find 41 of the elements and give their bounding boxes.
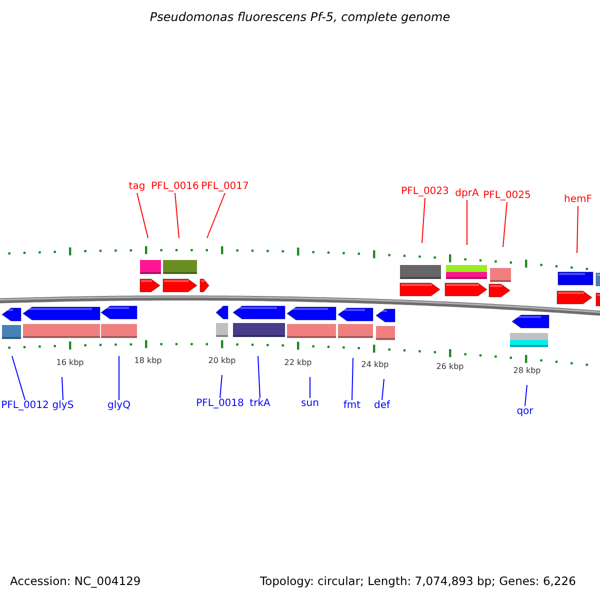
leader-line (382, 378, 384, 400)
gene-label: tag (128, 181, 146, 193)
leader-line (352, 358, 354, 400)
gene-label: PFL_0025 (483, 190, 531, 202)
gene-label: def (374, 400, 390, 412)
gene-label: trkA (250, 398, 270, 410)
gene-label: glyS (52, 400, 74, 412)
gene-label: qor (516, 406, 534, 418)
leader-line (576, 206, 578, 254)
accession-text: Accession: NC_004129 (10, 574, 141, 588)
scale-label: 22 kbp (284, 358, 312, 367)
leader-line (118, 356, 120, 400)
leader-line (258, 356, 260, 398)
scale-label: 26 kbp (436, 362, 464, 371)
leader-line (524, 384, 528, 406)
gene-label: PFL_0012 (1, 400, 49, 412)
leader-line (220, 374, 222, 398)
leader-line (62, 376, 64, 400)
gene-label: hemF (564, 194, 592, 206)
scale-label: 18 kbp (134, 356, 162, 365)
leader-line (12, 356, 26, 400)
leader-line (174, 192, 180, 238)
gene-label: PFL_0018 (196, 398, 244, 410)
gene-label: PFL_0017 (201, 181, 249, 193)
scale-label: 20 kbp (208, 356, 236, 365)
leader-line (466, 200, 468, 246)
leader-line (422, 198, 426, 244)
gene-label: glyQ (108, 400, 130, 412)
gene-label: PFL_0016 (151, 181, 199, 193)
gene-label: dprA (455, 188, 479, 200)
gene-label: fmt (343, 400, 361, 412)
gene-label: PFL_0023 (401, 186, 449, 198)
scale-label: 16 kbp (56, 358, 84, 367)
scale-label: 24 kbp (361, 360, 389, 369)
leader-line (206, 192, 226, 238)
scale-label: 28 kbp (513, 366, 541, 375)
genome-info-text: Topology: circular; Length: 7,074,893 bp; Genes: 6,226 (260, 574, 576, 588)
title: Pseudomonas fluorescens Pf-5, complete genome (150, 10, 450, 24)
leader-line (502, 202, 508, 248)
gene-label: sun (301, 398, 319, 410)
leader-line (136, 192, 148, 238)
